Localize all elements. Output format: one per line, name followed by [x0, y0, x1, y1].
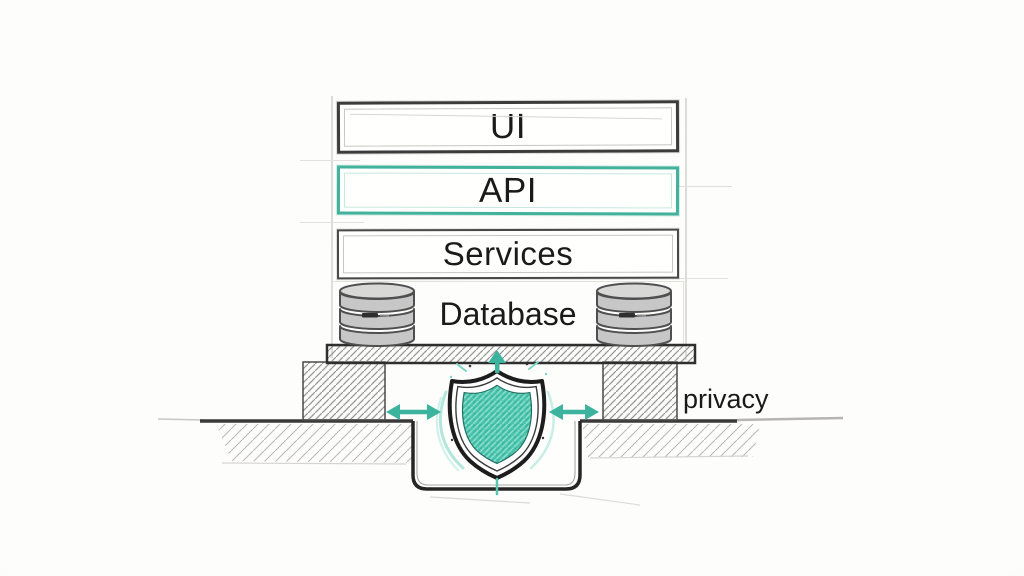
- foundation-pillar-right: [602, 361, 678, 421]
- construction-guide-h1: [300, 160, 360, 161]
- construction-guide-left: [331, 96, 333, 358]
- layer-box-services: Services: [336, 228, 680, 280]
- foundation-artwork: [157, 282, 844, 506]
- arrow-up-icon: [488, 350, 506, 373]
- database-cylinder-icon: [596, 282, 672, 347]
- construction-guide-right: [685, 98, 687, 360]
- layer-box-api: API: [336, 165, 680, 216]
- ground-left: [157, 418, 413, 465]
- layer-label-database: Database: [439, 295, 577, 332]
- shield-glow-arcs: [435, 390, 555, 472]
- arrow-left-right-icon: [549, 404, 599, 420]
- privacy-annotation: privacy: [683, 384, 769, 414]
- construction-guide-h2: [300, 222, 364, 223]
- layer-label-ui: UI: [489, 106, 527, 147]
- shield-icon: [447, 362, 547, 480]
- teal-spark-accents: [449, 361, 548, 496]
- layer-box-ui: UI: [336, 100, 680, 154]
- layer-label-api: API: [478, 170, 538, 210]
- foundation-slab: [325, 343, 697, 365]
- layer-label-services: Services: [442, 234, 574, 273]
- ground-right: [580, 416, 844, 459]
- layer-row-database: Database: [332, 281, 684, 347]
- foundation-pillar-left: [302, 361, 386, 421]
- arrow-left-right-icon: [386, 404, 441, 420]
- database-cylinder-icon: [339, 282, 415, 347]
- construction-guide-h4: [672, 278, 728, 279]
- construction-guide-h3: [672, 186, 732, 187]
